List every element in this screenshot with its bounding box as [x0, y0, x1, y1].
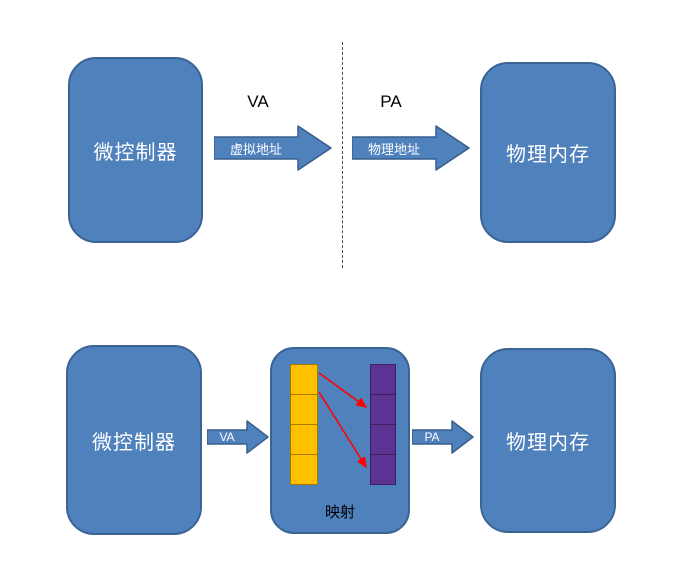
virtual-page-cell: [290, 454, 318, 485]
right-arrow-icon: [214, 125, 332, 171]
right-arrow-icon: [352, 125, 470, 171]
virtual-page-cell: [290, 364, 318, 395]
physical-page-cell: [370, 454, 396, 485]
top-memory-label: 物理内存: [506, 144, 590, 166]
top-mcu-label: 微控制器: [93, 141, 178, 164]
bottom-mcu-box: 微控制器: [66, 345, 202, 535]
virtual-page-cell: [290, 424, 318, 455]
top-mcu-box: 微控制器: [68, 57, 203, 243]
mapping-label: 映射: [324, 504, 355, 521]
bottom-mcu-label: 微控制器: [92, 431, 176, 454]
bottom-va-arrow: VA: [207, 419, 269, 455]
physical-page-cell: [370, 394, 396, 425]
physical-page-cell: [370, 424, 396, 455]
right-arrow-icon: [207, 420, 269, 454]
mapping-box: 映射: [270, 347, 410, 534]
dashed-divider: [342, 42, 343, 268]
virtual-page-cell: [290, 394, 318, 425]
pa-block-arrow: 物理地址: [352, 125, 470, 171]
top-va-title: VA: [247, 92, 269, 111]
virtual-page-column: [290, 364, 318, 485]
bottom-memory-label: 物理内存: [506, 432, 590, 454]
right-arrow-icon: [412, 420, 474, 454]
mapping-arrow-1: [318, 372, 368, 408]
bottom-pa-arrow: PA: [412, 419, 474, 455]
top-pa-title: PA: [380, 92, 402, 111]
top-memory-box: 物理内存: [480, 62, 616, 243]
bottom-memory-box: 物理内存: [480, 348, 616, 533]
physical-page-cell: [370, 364, 396, 395]
mapping-arrow-2: [318, 391, 367, 469]
va-block-arrow: 虚拟地址: [214, 125, 332, 171]
physical-page-column: [370, 364, 396, 485]
